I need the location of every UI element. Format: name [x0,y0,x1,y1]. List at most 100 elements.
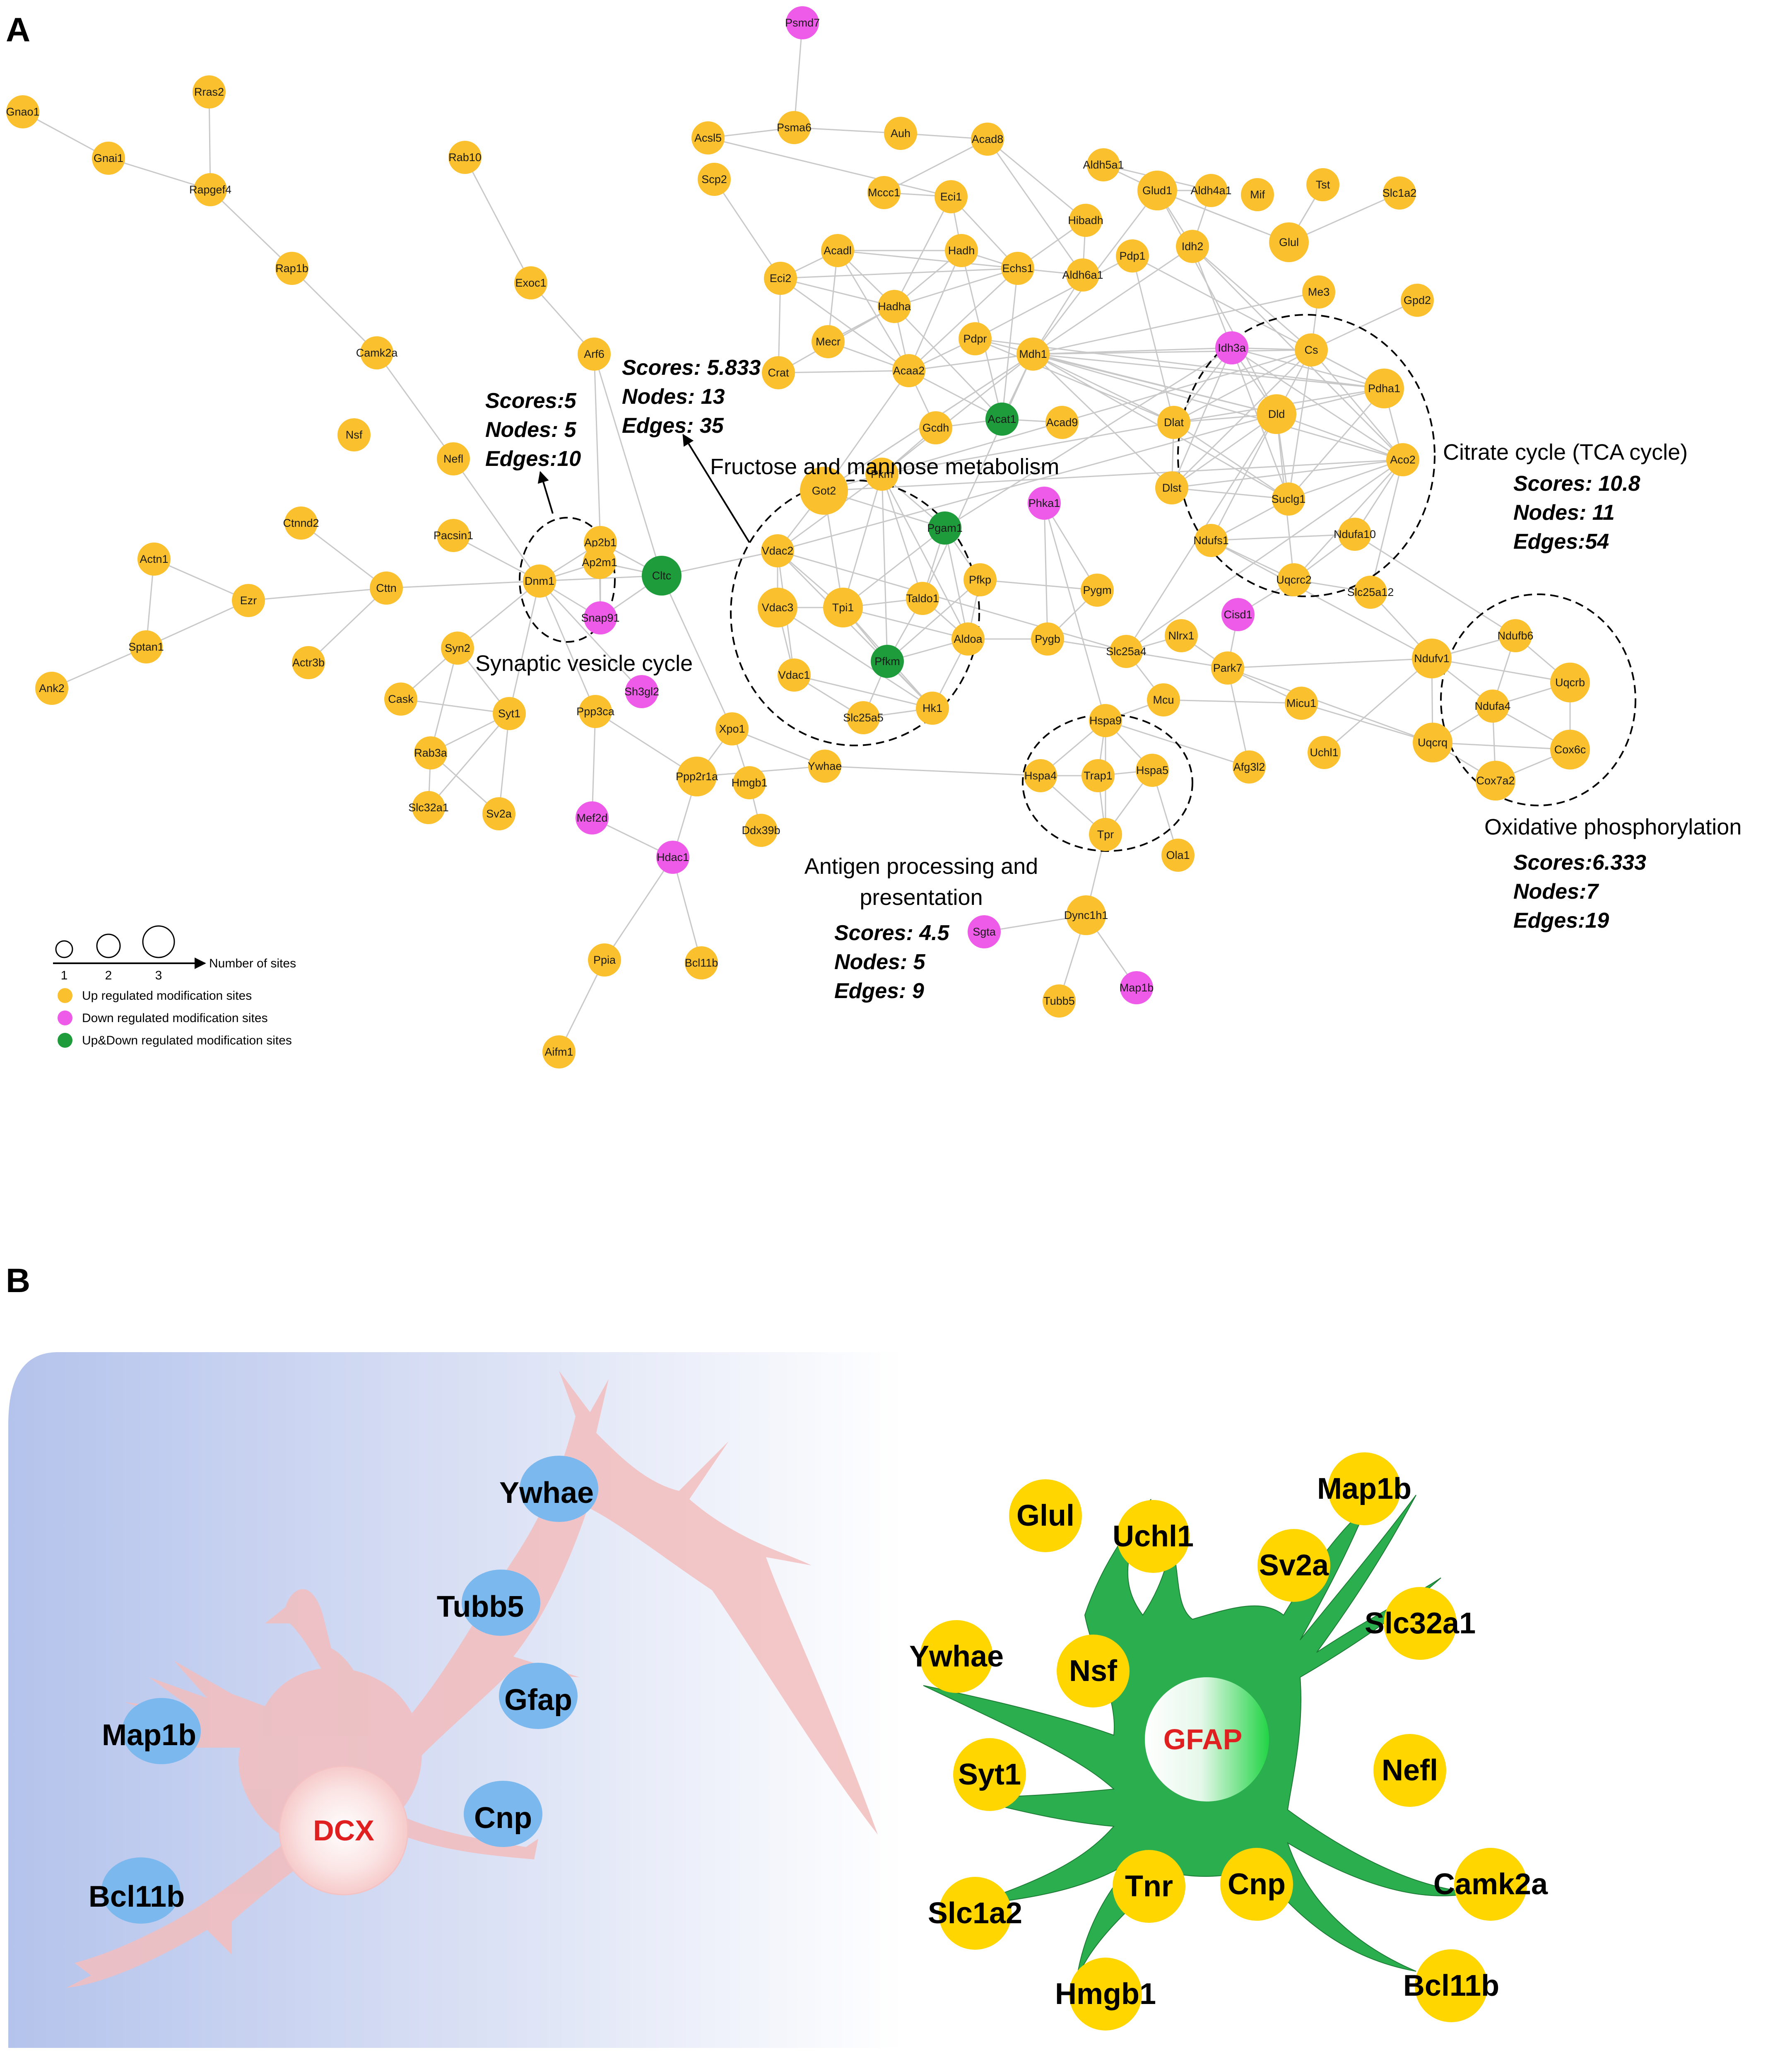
edge-dld-aco2 [1276,413,1403,461]
module-stat-edges: Edges: 9 [834,979,924,1003]
edge-acadl-echs1 [837,250,1018,269]
network-node: Pdp1 [1116,239,1149,272]
edge-dld-dlst [1171,413,1277,489]
edge-ndufv1-uqcrb [1431,658,1570,683]
node-circle-acadl [821,234,854,267]
edge-acaa2-acat1 [908,370,1002,420]
astrocyte-node: Slc32a1 [1365,1587,1476,1660]
edge-cttn-ctnnd2 [301,522,387,589]
network-node: Crat [762,356,795,389]
node-label: Acad8 [972,133,1004,145]
neuron-node: Cnp [464,1781,542,1847]
edge-psmd7-psma6 [793,22,803,128]
edge-cttn-actr3b [308,587,387,663]
node-label: Rras2 [194,86,224,98]
edge-pdpr-dlat [975,338,1174,423]
network-node: Slc25a12 [1347,576,1394,609]
module-title: Fructose and mannose metabolism [710,454,1059,479]
network-node: Got2 [800,467,848,515]
astrocyte-node-label: Bcl11b [1403,1969,1499,2002]
node-circle-syn2 [441,632,474,665]
node-label: Mif [1250,188,1265,201]
module-outline-fructose [730,480,980,746]
legend-both-label: Up&Down regulated modification sites [82,1034,292,1047]
node-label: Eci1 [940,191,962,203]
edge-ezr-sptan1 [146,600,249,648]
network-node: Mccc1 [867,176,901,209]
edge-ndufa10-ndufb6 [1354,533,1516,637]
edge-syt1-slc32a1 [428,713,510,808]
network-node: Ezr [232,584,265,617]
legend-size-1-circle [55,940,73,958]
node-circle-mccc1 [867,176,901,209]
network-node: Slc32a1 [408,791,449,824]
node-label: Mccc1 [868,186,900,199]
edge-camk2a-nefl [376,352,454,459]
node-label: Mcu [1153,694,1174,706]
astrocyte-node-bubble-tnr [1113,1850,1185,1923]
node-label: Hibadh [1068,214,1103,227]
node-label: Ndufv1 [1414,652,1450,665]
node-circle-psma6 [778,111,811,144]
node-label: Acsl5 [694,132,722,144]
node-label: Acat1 [988,413,1016,425]
network-node: Aldh4a1 [1190,174,1232,207]
network-node: Syt1 [493,697,526,730]
node-label: Pdpr [963,333,987,345]
astrocyte-node-bubble-slc1a2 [939,1877,1012,1950]
node-label: Hadha [878,300,911,313]
node-circle-nlrx1 [1165,619,1198,652]
node-circle-psmd7 [786,6,819,39]
astrocyte-node: Tnr [1113,1850,1185,1923]
node-circle-xpo1 [715,712,749,745]
node-label: Me3 [1308,286,1330,298]
network-node: Slc25a5 [843,701,884,734]
network-node: Pfkp [963,563,997,596]
node-circle-snap91 [584,601,617,634]
node-label: Pfkm [874,655,900,668]
edge-acsl5-eci1 [708,137,951,198]
neuron-node: Gfap [499,1663,578,1729]
edge-ndufs1-dld [1210,414,1277,541]
network-node: Tpr [1089,818,1122,851]
node-circle-afg3l2 [1233,750,1266,784]
edge-ndufs1-ndufv1 [1211,540,1432,659]
node-circle-pkm [865,458,898,491]
node-circle-phka1 [1028,487,1061,520]
node-circle-got2 [800,467,848,515]
node-label: Pdp1 [1119,250,1145,262]
node-circle-ndufv1 [1412,639,1452,678]
network-node: Ppp3ca [576,695,615,728]
node-label: Ppp2r1a [676,770,718,783]
node-label: Slc25a5 [843,711,884,724]
node-label: Tpr [1097,828,1114,841]
network-node: Exoc1 [514,266,547,299]
edge-xpo1-ywhae [732,728,825,767]
node-label: Micu1 [1286,697,1316,709]
node-circle-eci1 [935,180,968,213]
neuron-node-label: Ywhae [499,1476,594,1510]
module-title: Synaptic vesicle cycle [475,651,693,676]
node-label: Hspa4 [1024,769,1057,782]
panel-a: A Psmd7Gnao1Rras2Gnai1Rapgef4Rap1bCamk2a… [6,6,1741,1068]
node-circle-pfkm [871,645,904,678]
node-circle-idh2 [1176,230,1209,263]
astrocyte-node-label: Camk2a [1433,1868,1548,1901]
node-circle-rapgef4 [194,173,227,206]
edge-mdh1-cs [1033,349,1312,355]
edge-syt1-sv2a [498,713,510,814]
panel-a-letter: A [6,11,30,49]
node-label: Aldh4a1 [1190,184,1231,197]
neuron-node-bubble-gfap [499,1663,578,1729]
node-label: Uchl1 [1310,746,1338,759]
neuron-node: Ywhae [499,1456,598,1522]
node-label: Tubb5 [1043,995,1075,1007]
node-circle-hspa4 [1024,759,1057,792]
network-node: Rab10 [448,141,482,174]
module-title-line1: Antigen processing and [804,854,1038,879]
module-stat-nodes: Nodes: 11 [1513,501,1615,525]
node-label: Camk2a [356,347,398,359]
node-circle-pygm [1081,574,1114,607]
network-node: Sv2a [482,797,515,830]
legend-size-3-circle [142,925,175,958]
